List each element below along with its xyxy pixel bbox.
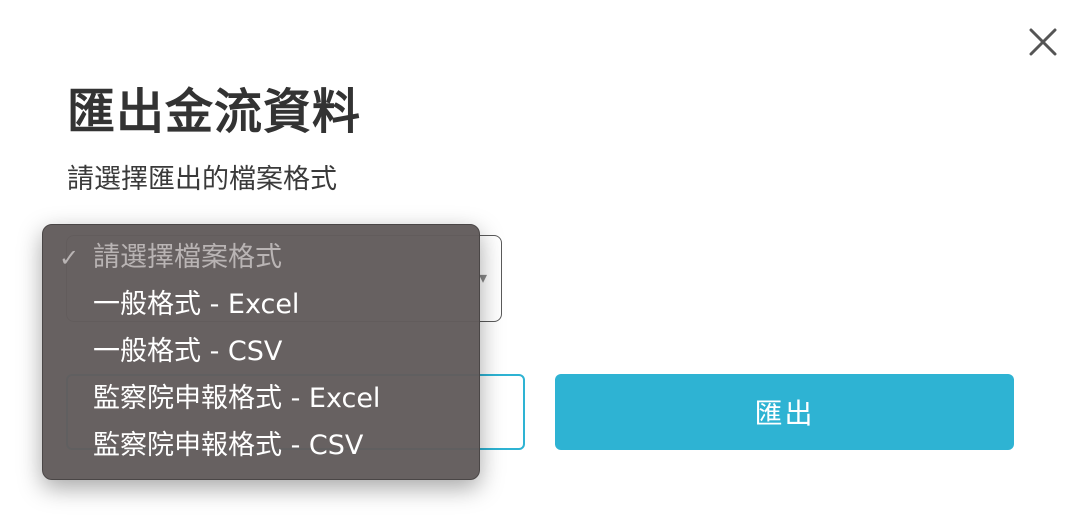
dropdown-option-control-yuan-excel[interactable]: 監察院申報格式 - Excel [43, 376, 479, 423]
option-label: 一般格式 - CSV [93, 336, 283, 367]
checkmark-icon: ✓ [59, 244, 80, 272]
option-label: 一般格式 - Excel [93, 289, 300, 320]
option-label: 請選擇檔案格式 [93, 242, 282, 273]
dropdown-option-general-csv[interactable]: 一般格式 - CSV [43, 329, 479, 376]
close-button[interactable] [1023, 22, 1063, 62]
dropdown-option-general-excel[interactable]: 一般格式 - Excel [43, 282, 479, 329]
dialog-subtitle: 請選擇匯出的檔案格式 [67, 164, 337, 195]
chevron-down-icon: ▾ [478, 268, 487, 287]
dropdown-option-placeholder[interactable]: ✓ 請選擇檔案格式 [43, 235, 479, 282]
option-label: 監察院申報格式 - Excel [93, 383, 381, 414]
file-format-dropdown-menu: ✓ 請選擇檔案格式 一般格式 - Excel 一般格式 - CSV 監察院申報格… [42, 224, 480, 480]
dialog-title: 匯出金流資料 [67, 84, 362, 140]
option-label: 監察院申報格式 - CSV [93, 430, 364, 461]
close-icon [1029, 28, 1057, 56]
dropdown-option-control-yuan-csv[interactable]: 監察院申報格式 - CSV [43, 423, 479, 470]
export-button[interactable]: 匯出 [555, 374, 1014, 450]
